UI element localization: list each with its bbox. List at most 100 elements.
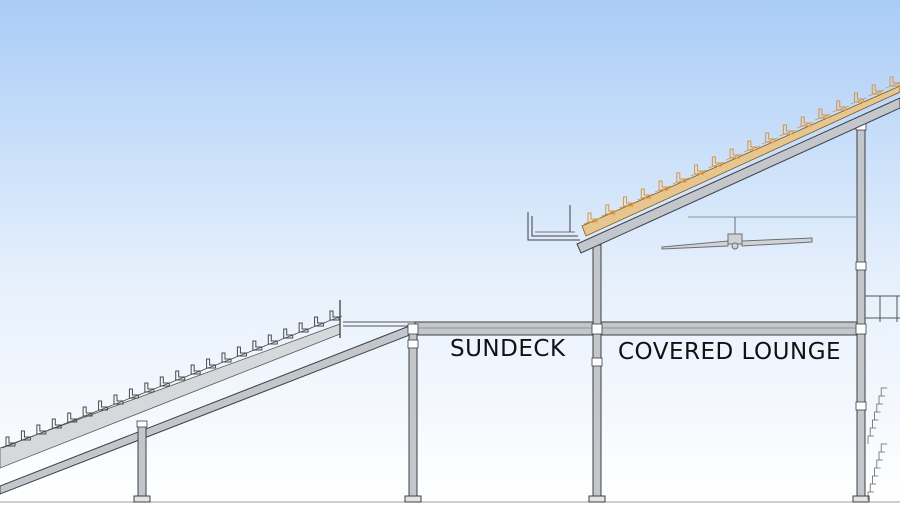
seat-tread bbox=[295, 327, 312, 335]
seat-tread bbox=[850, 97, 867, 105]
seat bbox=[800, 116, 811, 127]
stair-step bbox=[880, 387, 888, 396]
upper-stand-seating-slab bbox=[581, 85, 900, 237]
seat bbox=[298, 322, 309, 333]
seat bbox=[640, 188, 651, 199]
seat-tread bbox=[48, 423, 65, 431]
seat bbox=[747, 140, 758, 151]
seat-tread bbox=[708, 161, 725, 169]
seat bbox=[221, 352, 232, 363]
seat-tread bbox=[279, 333, 296, 341]
stair-step bbox=[880, 443, 888, 452]
stair-step bbox=[878, 451, 885, 460]
seat-tread bbox=[797, 121, 814, 129]
seat bbox=[283, 328, 294, 339]
seat bbox=[206, 358, 217, 369]
label-covered-lounge: COVERED LOUNGE bbox=[618, 339, 842, 365]
seat bbox=[82, 406, 93, 417]
seat bbox=[711, 156, 722, 167]
seat bbox=[889, 76, 900, 87]
seat-tread bbox=[868, 89, 885, 97]
seat bbox=[267, 334, 278, 345]
seat-tread bbox=[94, 405, 111, 413]
stair-step bbox=[872, 419, 879, 428]
seat-tread bbox=[217, 357, 235, 365]
label-sundeck: SUNDECK bbox=[450, 336, 566, 362]
seat-tread bbox=[601, 209, 618, 217]
seat bbox=[329, 310, 340, 321]
seat bbox=[51, 418, 62, 429]
seat-tread bbox=[109, 399, 127, 407]
seat bbox=[113, 394, 124, 405]
stair-step bbox=[869, 483, 877, 492]
column-4 bbox=[856, 121, 866, 502]
seat-tread bbox=[885, 82, 900, 89]
seat-tread bbox=[743, 145, 761, 153]
seat-tread bbox=[310, 321, 327, 329]
seat bbox=[836, 100, 847, 111]
lower-stand-rail bbox=[339, 300, 415, 338]
seat-tread bbox=[725, 153, 743, 161]
seat bbox=[190, 364, 201, 375]
seat-tread bbox=[672, 177, 689, 185]
column-3 bbox=[592, 244, 602, 502]
seat bbox=[853, 92, 864, 103]
balcony-cantilever bbox=[527, 205, 580, 241]
seat-tread bbox=[187, 369, 204, 377]
seat-tread bbox=[140, 387, 157, 395]
column-2 bbox=[408, 329, 418, 502]
seat-tread bbox=[156, 381, 173, 389]
seat bbox=[605, 204, 616, 215]
column-1 bbox=[137, 422, 147, 502]
seat bbox=[236, 346, 247, 357]
seat-tread bbox=[637, 193, 654, 201]
seat bbox=[252, 340, 263, 351]
seat-tread bbox=[619, 201, 636, 209]
seat bbox=[175, 370, 186, 381]
seat bbox=[20, 430, 31, 441]
deck-beam bbox=[414, 321, 866, 336]
seat bbox=[587, 212, 598, 223]
stair-step bbox=[874, 467, 881, 476]
seat-tread bbox=[248, 345, 265, 353]
seat-tread bbox=[17, 435, 34, 443]
seat bbox=[314, 316, 325, 327]
seat bbox=[159, 376, 170, 387]
seat bbox=[676, 172, 687, 183]
seat bbox=[765, 132, 776, 143]
seat bbox=[98, 400, 109, 411]
seat-tread bbox=[32, 429, 49, 437]
seat-tread bbox=[125, 393, 142, 401]
seat-tread bbox=[1, 441, 19, 449]
seat-tread bbox=[63, 417, 80, 425]
seat bbox=[623, 196, 634, 207]
seat bbox=[67, 412, 78, 423]
seat bbox=[658, 180, 669, 191]
seat-tread bbox=[832, 105, 849, 113]
column-bases bbox=[133, 495, 870, 503]
seat bbox=[144, 382, 155, 393]
seat-tread bbox=[690, 169, 707, 177]
ceiling-fan-icon bbox=[661, 217, 813, 250]
seat bbox=[36, 424, 47, 435]
stair-step bbox=[869, 427, 877, 436]
seat bbox=[128, 388, 139, 399]
seat-tread bbox=[761, 137, 778, 145]
lower-stand-seats bbox=[1, 310, 343, 449]
stair-step bbox=[878, 395, 885, 404]
seat bbox=[729, 148, 740, 159]
seat-tread bbox=[202, 363, 219, 371]
stair-step bbox=[876, 403, 883, 412]
stair-step bbox=[867, 435, 874, 444]
stair-step bbox=[872, 475, 879, 484]
seat-tread bbox=[654, 185, 672, 193]
stair-icon bbox=[867, 387, 888, 500]
seat bbox=[5, 436, 16, 447]
stair-step bbox=[867, 491, 874, 500]
right-railing bbox=[865, 295, 900, 322]
stair-step bbox=[874, 411, 881, 420]
seat bbox=[782, 124, 793, 135]
